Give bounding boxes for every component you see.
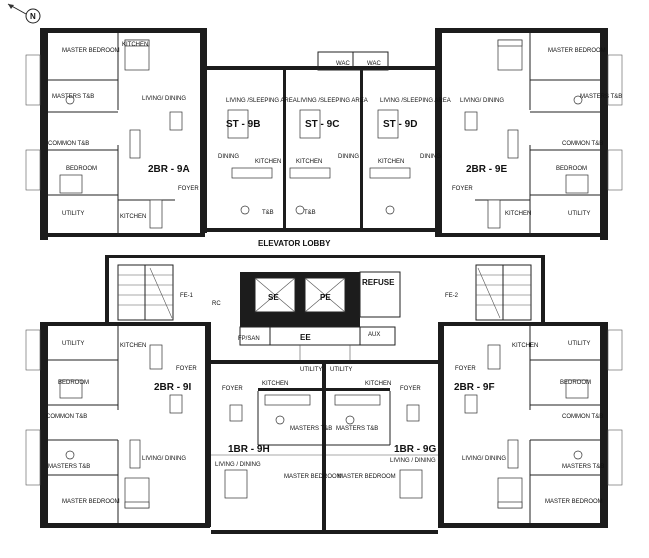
north-arrow-icon: N [7,3,41,24]
room-label: LIVING /SLEEPING AREA [297,98,368,104]
room-label: MASTERS T&B [562,464,604,470]
room-label: BEDROOM [58,380,89,386]
pe-label: PE [320,293,331,302]
unit-9e-label: 2BR - 9E [466,164,507,175]
core-labels: ELEVATOR LOBBY REFUSE SE PE FE-1 FE-2 FP… [180,239,459,342]
room-label: KITCHEN [378,159,404,165]
room-label: KITCHEN [120,214,146,220]
room-label: LIVING/ DINING [142,96,186,102]
room-label: MASTERS T&B [290,426,332,432]
room-label: KITCHEN [262,381,288,387]
room-label: UTILITY [62,341,84,347]
room-label: WAC [367,61,381,67]
unit-9b-label: ST - 9B [226,119,260,130]
room-label: MASTER BEDROOM [338,474,396,480]
room-label: KITCHEN [120,343,146,349]
unit-9g-label: 1BR - 9G [394,444,436,455]
room-label: DINING [338,154,359,160]
room-label: FOYER [176,366,197,372]
room-label: T&B [304,210,316,216]
room-label: FOYER [400,386,421,392]
room-label: LIVING /SLEEPING AREA [226,98,297,104]
room-label: KITCHEN [365,381,391,387]
unit-9i-label: 2BR - 9I [154,382,191,393]
room-label: KITCHEN [296,159,322,165]
room-label: BEDROOM [556,166,587,172]
room-label: UTILITY [568,211,590,217]
room-label: KITCHEN [255,159,281,165]
room-label: UTILITY [330,367,352,373]
room-label: MASTER BEDROOM [548,48,606,54]
room-label: T&B [262,210,274,216]
north-label: N [30,12,36,21]
room-label: MASTERS T&B [336,426,378,432]
room-label: COMMON T&B [562,414,603,420]
room-label: MASTERS T&B [52,94,94,100]
se-label: SE [268,293,279,302]
room-label: LIVING / DINING [390,458,436,464]
room-label: LIVING / DINING [215,462,261,468]
unit-9f-label: 2BR - 9F [454,382,495,393]
room-label: DINING [420,154,441,160]
room-label: MASTER BEDROOM [284,474,342,480]
room-label: LIVING/ DINING [462,456,506,462]
fp-san-label: FP/SAN [238,336,260,342]
room-label: FOYER [178,186,199,192]
unit-9c-label: ST - 9C [305,119,339,130]
room-label: COMMON T&B [562,141,603,147]
unit-9a-label: 2BR - 9A [148,164,190,175]
room-label: BEDROOM [560,380,591,386]
room-labels: MASTER BEDROOM MASTERS T&B COMMON T&B BE… [46,42,622,505]
room-label: FOYER [455,366,476,372]
unit-labels: 2BR - 9A ST - 9B ST - 9C ST - 9D 2BR - 9… [148,119,507,455]
room-label: KITCHEN [512,343,538,349]
room-label: KITCHEN [505,211,531,217]
unit-9h-label: 1BR - 9H [228,444,270,455]
room-label: UTILITY [300,367,322,373]
room-label: DINING [218,154,239,160]
room-label: UTILITY [62,211,84,217]
room-label: COMMON T&B [46,414,87,420]
ee-label: EE [300,333,311,342]
rc-label: RC [212,301,221,307]
unit-9d-label: ST - 9D [383,119,417,130]
room-label: COMMON T&B [48,141,89,147]
room-label: FOYER [452,186,473,192]
room-label: MASTER BEDROOM [545,499,603,505]
room-label: LIVING/ DINING [460,98,504,104]
room-label: MASTERS T&B [580,94,622,100]
elevator-lobby-label: ELEVATOR LOBBY [258,239,331,248]
furniture [59,39,589,509]
fe1-label: FE-1 [180,293,194,299]
room-label: MASTER BEDROOM [62,48,120,54]
room-label: UTILITY [568,341,590,347]
bottom-wing-walls [25,322,623,534]
aux-label: AUX [368,332,380,338]
refuse-label: REFUSE [362,278,395,287]
room-label: BEDROOM [66,166,97,172]
room-label: WAC [336,61,350,67]
room-label: MASTER BEDROOM [62,499,120,505]
room-label: FOYER [222,386,243,392]
room-label: LIVING /SLEEPING AREA [380,98,451,104]
room-label: LIVING/ DINING [142,456,186,462]
fe2-label: FE-2 [445,293,459,299]
top-wing-walls [25,28,623,240]
building-core [105,255,545,360]
room-label: MASTERS T&B [48,464,90,470]
room-label: KITCHEN [122,42,148,48]
